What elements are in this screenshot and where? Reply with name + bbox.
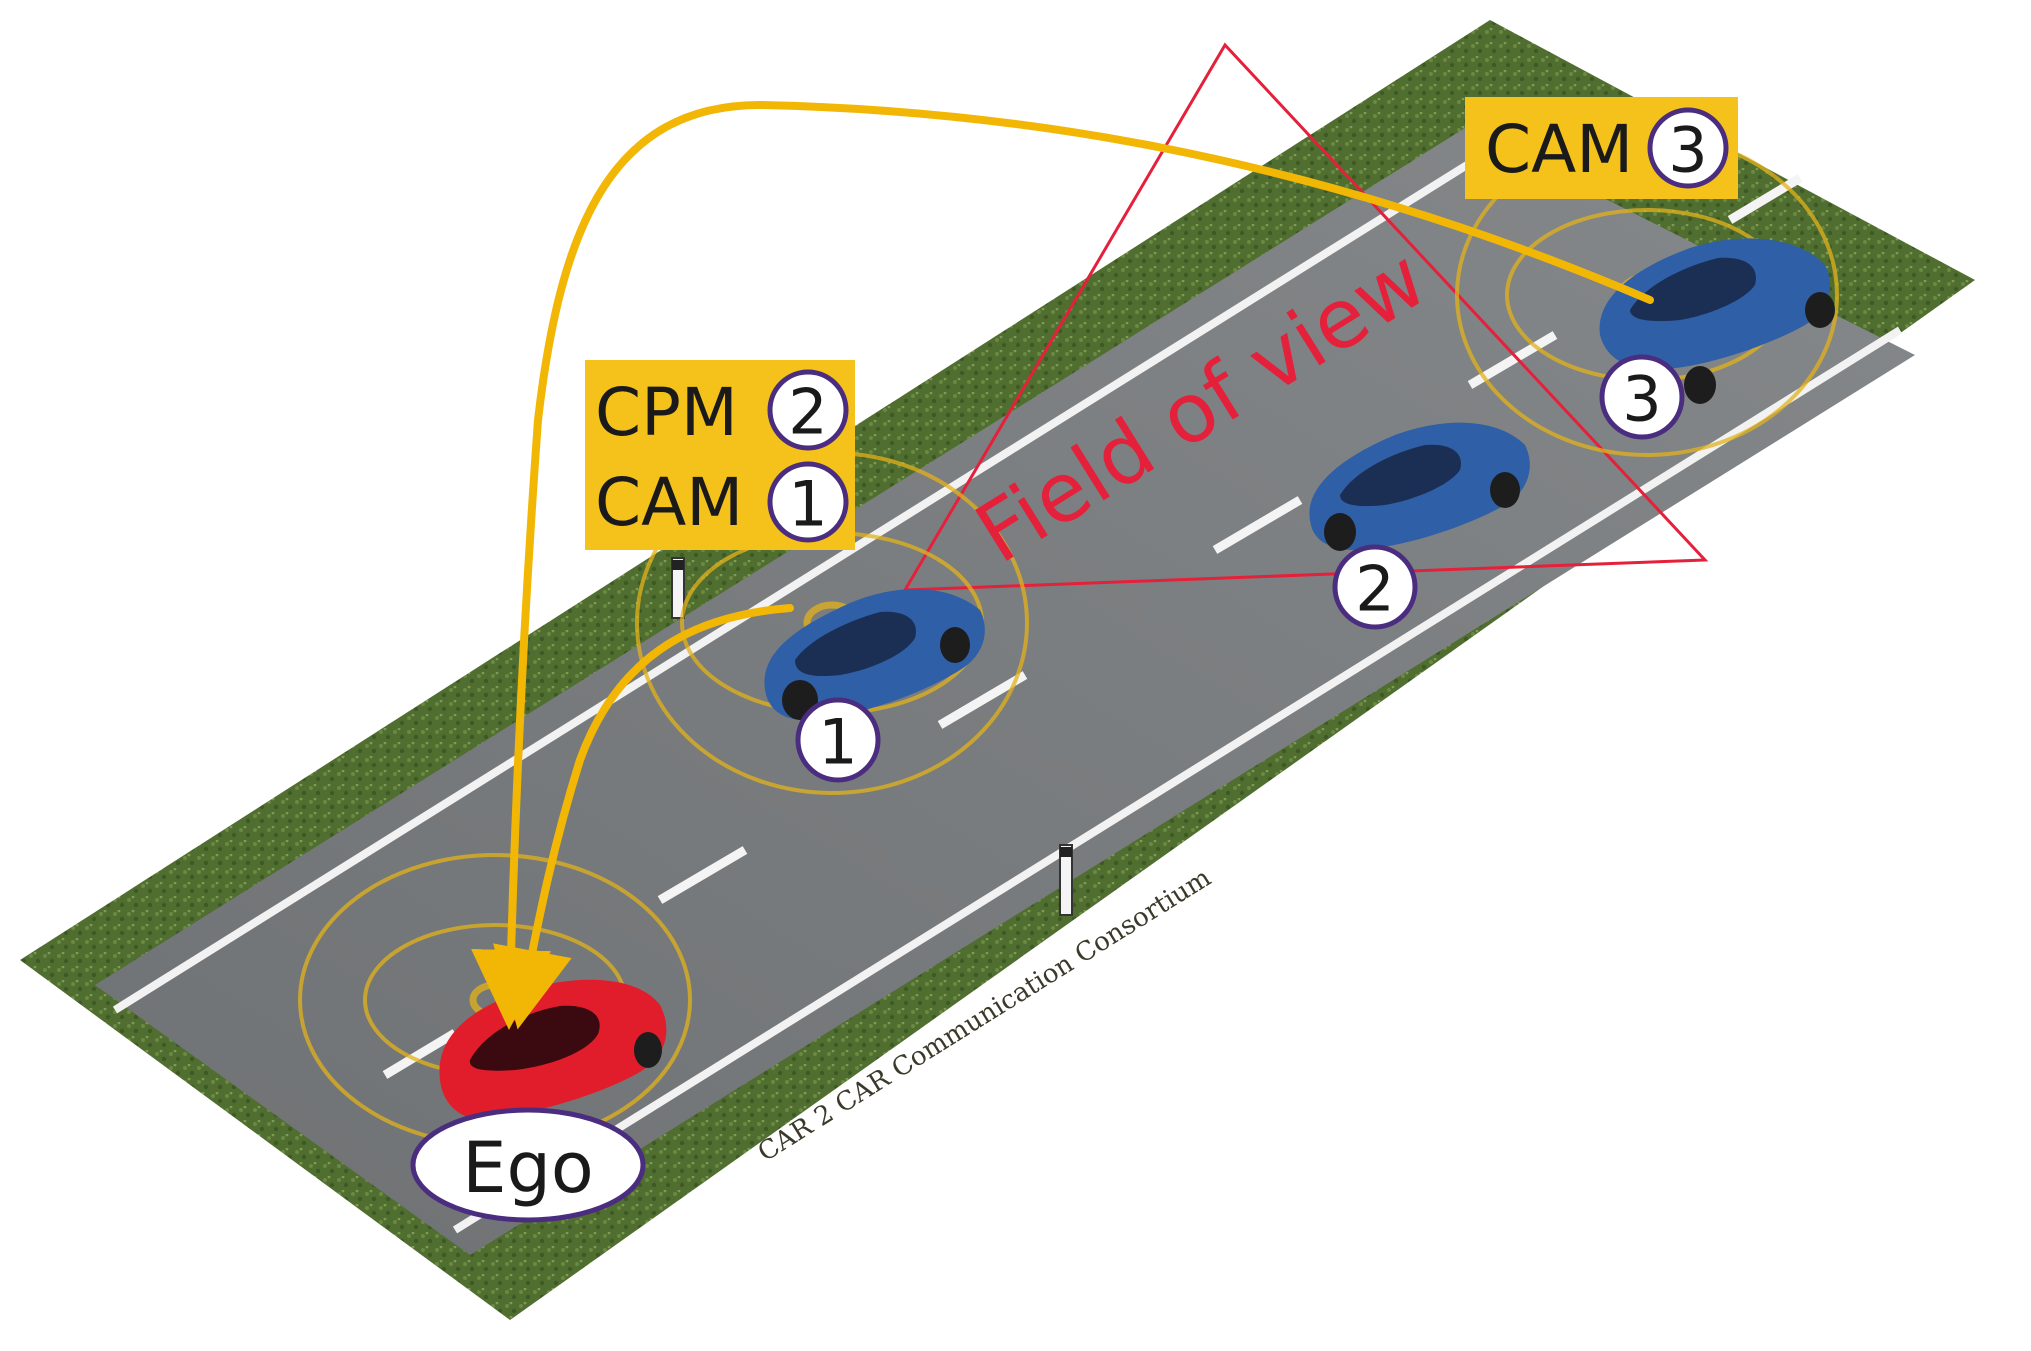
- marker-ego: Ego: [410, 1107, 646, 1223]
- arrow-icon-cam3: [471, 100, 1654, 1030]
- guide-post: [671, 557, 685, 619]
- arrow-icon-cam1: [493, 604, 794, 1030]
- cam1-label-num: 1: [788, 468, 827, 541]
- marker-car-2: 2: [1332, 544, 1418, 630]
- cam3-label: CAM 3: [1465, 97, 1738, 199]
- cam3-label-text: CAM: [1485, 111, 1633, 188]
- cam1-label-text: CAM: [595, 464, 743, 541]
- road-edge-line: [452, 326, 1903, 1234]
- cam3-label-num: 3: [1668, 114, 1707, 187]
- marker-car-1: 1: [795, 697, 881, 783]
- field-of-view-area: [903, 42, 1709, 592]
- car-icon-2: [1309, 422, 1530, 551]
- svg-text:Ego: Ego: [462, 1127, 594, 1209]
- lane-dashes: [382, 174, 1803, 1079]
- guide-post: [1059, 844, 1073, 916]
- cpm2-label-text: CPM: [595, 374, 738, 451]
- cpm2-cam1-label: CPM 2 CAM 1: [585, 360, 855, 550]
- car-icon-3: [1599, 238, 1835, 404]
- road-scene: [20, 20, 1975, 1320]
- marker-car-3: 3: [1599, 354, 1685, 440]
- cpm2-label-num: 2: [788, 376, 827, 449]
- road-edge-line: [112, 156, 1478, 1014]
- svg-text:1: 1: [818, 706, 857, 779]
- message-arrows: [471, 100, 1654, 1030]
- svg-text:3: 3: [1622, 363, 1661, 436]
- svg-text:2: 2: [1355, 553, 1394, 626]
